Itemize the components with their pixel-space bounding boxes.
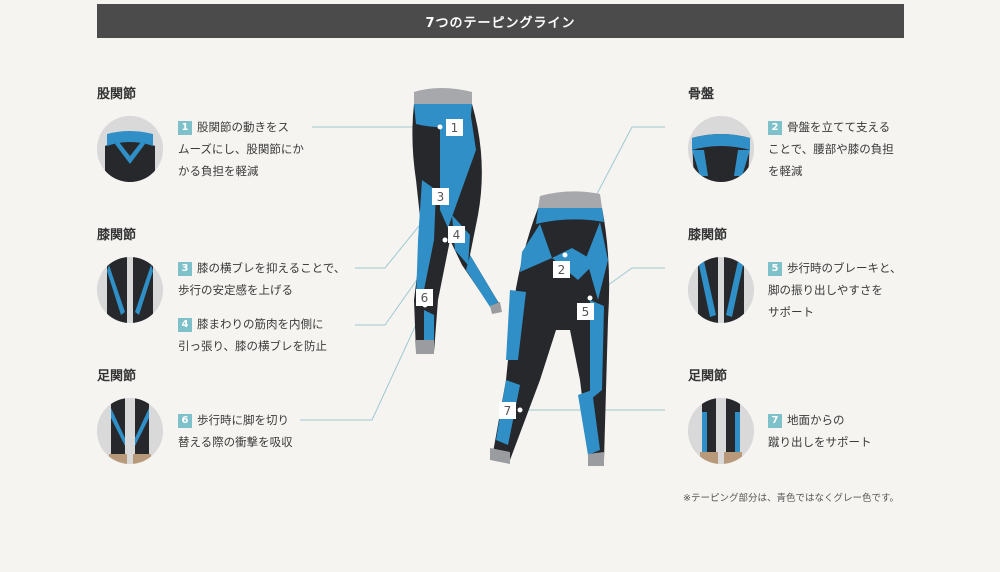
section-knee-left: 膝関節 <box>97 228 137 243</box>
markers: 1 3 4 6 2 5 7 <box>416 119 594 419</box>
marker-label-5: 5 <box>582 305 590 319</box>
hip-thumbnail <box>97 116 163 182</box>
marker-label-4: 4 <box>453 228 461 242</box>
tights-back-view <box>490 191 610 466</box>
knee-thumbnail-left <box>97 257 163 323</box>
item-2-number: 2 <box>768 121 782 135</box>
item-7-number: 7 <box>768 414 782 428</box>
title-banner: 7つのテーピングライン <box>97 4 904 38</box>
marker-box-7 <box>499 402 516 419</box>
section-hip: 股関節 <box>97 87 137 102</box>
marker-dot-4 <box>442 237 448 243</box>
marker-dot-7 <box>517 407 523 413</box>
marker-label-6: 6 <box>421 291 429 305</box>
marker-dot-1 <box>437 124 443 130</box>
marker-label-3: 3 <box>437 190 445 204</box>
marker-box-4 <box>448 226 465 243</box>
title: 7つのテーピングライン <box>425 15 576 31</box>
section-ankle-right: 足関節 <box>688 369 728 384</box>
marker-box-1 <box>446 119 463 136</box>
knee-thumbnail-right <box>688 257 754 323</box>
item-6-number: 6 <box>178 414 192 428</box>
section-knee-right: 膝関節 <box>688 228 728 243</box>
marker-dot-2 <box>562 252 568 258</box>
marker-dot-5 <box>587 295 593 301</box>
marker-box-2 <box>553 261 570 278</box>
section-pelvis: 骨盤 <box>688 87 715 102</box>
ankle-thumbnail-right <box>688 398 754 464</box>
marker-label-7: 7 <box>504 404 512 418</box>
pelvis-thumbnail <box>688 116 754 182</box>
item-1-number: 1 <box>178 121 192 135</box>
leader-lines <box>300 126 665 421</box>
ankle-thumbnail-left <box>97 398 163 464</box>
marker-box-6 <box>416 289 433 306</box>
item-5-number: 5 <box>768 262 782 276</box>
footnote: ※テーピング部分は、青色ではなくグレー色です。 <box>683 493 900 504</box>
item-4-number: 4 <box>178 318 192 332</box>
item-3-number: 3 <box>178 262 192 276</box>
marker-label-2: 2 <box>558 263 566 277</box>
marker-box-5 <box>577 303 594 320</box>
section-ankle-left: 足関節 <box>97 369 137 384</box>
marker-box-3 <box>432 188 449 205</box>
marker-label-1: 1 <box>451 121 459 135</box>
